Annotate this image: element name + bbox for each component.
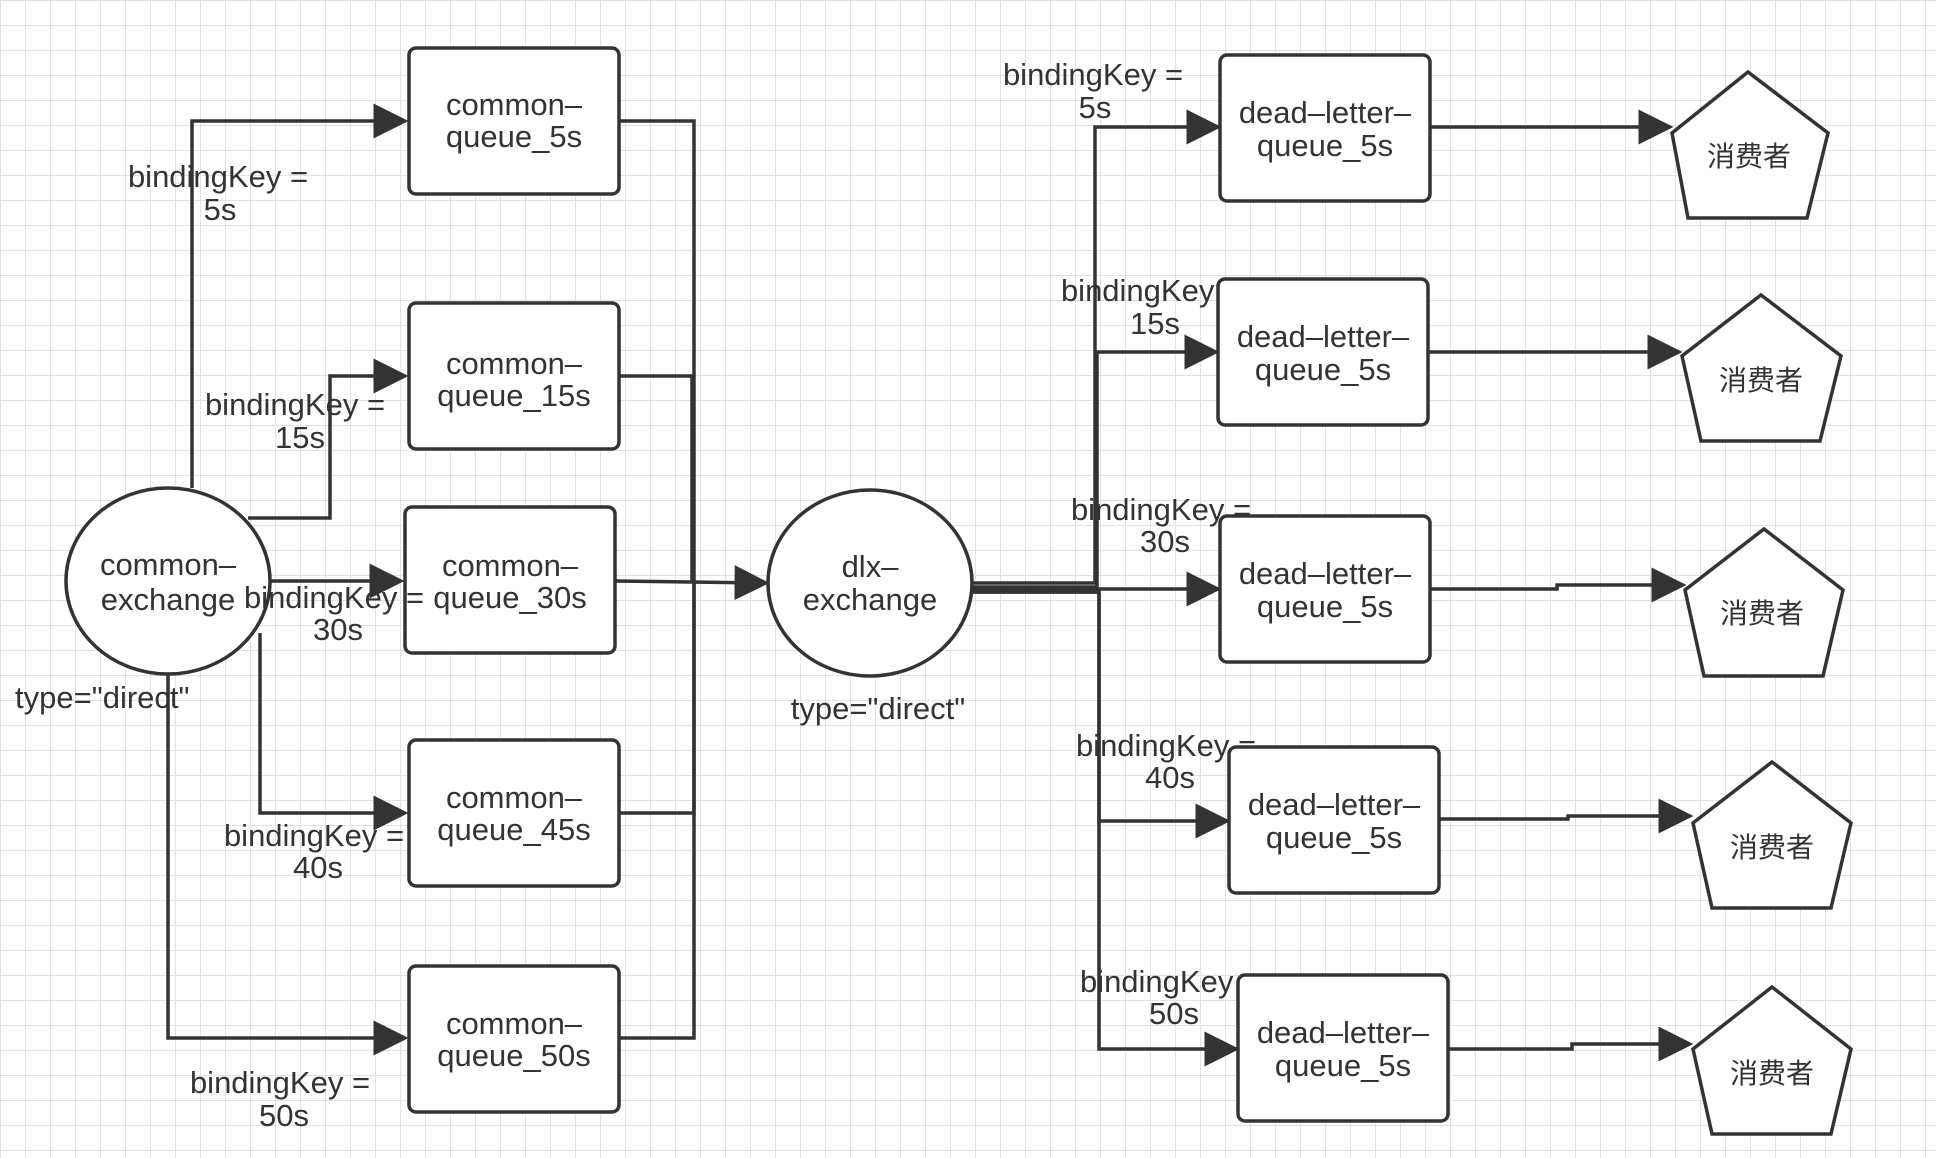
edge-exchange-to-queue-50s	[166, 671, 409, 1056]
dlx-exchange-type-label: type="direct"	[791, 691, 966, 726]
common-queue-30s-line2: queue_30s	[433, 580, 586, 615]
consumer-5-label: 消费者	[1730, 1057, 1814, 1090]
svg-text:bindingKey =: bindingKey =	[1080, 964, 1260, 999]
edge-queue-30s-to-dlx	[614, 565, 770, 601]
common-queue-5s[interactable]: common– queue_5s	[407, 46, 621, 196]
svg-text:30s: 30s	[313, 612, 363, 647]
common-queue-45s[interactable]: common– queue_45s	[407, 738, 621, 888]
dead-letter-queue-4-line1: dead–letter–	[1248, 787, 1421, 822]
edge-dlq-3-to-consumer	[1431, 567, 1687, 603]
svg-text:30s: 30s	[1140, 524, 1190, 559]
consumer-3-label: 消费者	[1720, 597, 1804, 630]
dead-letter-queue-4[interactable]: dead–letter– queue_5s	[1227, 745, 1441, 895]
common-queue-5s-line1: common–	[446, 87, 583, 122]
svg-text:5s: 5s	[1079, 90, 1112, 125]
dead-letter-queue-5-line1: dead–letter–	[1257, 1015, 1430, 1050]
common-queue-50s-line1: common–	[446, 1006, 583, 1041]
svg-text:5s: 5s	[204, 192, 237, 227]
common-queue-30s[interactable]: common– queue_30s	[403, 505, 617, 655]
edge-dlq-5-to-consumer	[1449, 1026, 1694, 1062]
dead-letter-to-consumer-connectors	[1429, 109, 1694, 1062]
svg-text:bindingKey =: bindingKey =	[244, 580, 424, 615]
consumer-5[interactable]: 消费者	[1691, 984, 1853, 1136]
edge-dlx-to-dlq-5	[973, 590, 1240, 1067]
common-exchange-label-line1: common–	[100, 547, 237, 582]
right-binding-label-15s: bindingKey = 15s	[1061, 273, 1241, 341]
common-queue-45s-line1: common–	[446, 780, 583, 815]
edge-queue-45s-to-dlx	[619, 583, 696, 815]
edge-dlq-4-to-consumer	[1440, 798, 1694, 834]
svg-text:bindingKey =: bindingKey =	[224, 818, 404, 853]
left-binding-label-30s: bindingKey = 30s	[244, 580, 424, 647]
consumer-1[interactable]: 消费者	[1670, 69, 1830, 220]
edge-exchange-to-queue-45s	[258, 633, 409, 831]
queue-to-dlx-connectors	[614, 119, 770, 1040]
edge-queue-15s-to-dlx	[619, 374, 694, 583]
common-exchange-label-line2: exchange	[101, 582, 235, 617]
svg-text:bindingKey =: bindingKey =	[205, 387, 385, 422]
svg-text:40s: 40s	[293, 850, 343, 885]
common-queue-5s-line2: queue_5s	[446, 119, 582, 154]
edge-queue-50s-to-dlx	[619, 583, 696, 1040]
edge-exchange-to-queue-5s	[190, 103, 409, 488]
consumer-1-label: 消费者	[1707, 140, 1791, 173]
svg-text:bindingKey =: bindingKey =	[1003, 57, 1183, 92]
svg-text:40s: 40s	[1145, 760, 1195, 795]
dead-letter-queue-5[interactable]: dead–letter– queue_5s	[1236, 973, 1450, 1123]
left-binding-label-15s: bindingKey = 15s	[205, 387, 385, 455]
common-exchange-node[interactable]: common– exchange	[64, 486, 272, 676]
left-binding-label-40s: bindingKey = 40s	[224, 818, 404, 885]
consumer-3[interactable]: 消费者	[1683, 526, 1845, 678]
right-binding-label-50s: bindingKey = 50s	[1080, 964, 1260, 1031]
common-queue-45s-line2: queue_45s	[437, 812, 590, 847]
svg-text:15s: 15s	[275, 420, 325, 455]
dlx-exchange-label-line2: exchange	[803, 582, 937, 617]
dead-letter-queue-1[interactable]: dead–letter– queue_5s	[1218, 53, 1432, 203]
dead-letter-queue-2[interactable]: dead–letter– queue_5s	[1216, 277, 1430, 427]
common-queue-50s[interactable]: common– queue_50s	[407, 964, 621, 1114]
dead-letter-queue-4-line2: queue_5s	[1266, 820, 1402, 855]
common-queue-15s[interactable]: common– queue_15s	[407, 301, 621, 451]
dead-letter-queue-3-line2: queue_5s	[1257, 589, 1393, 624]
common-queue-15s-line1: common–	[446, 346, 583, 381]
exchange-to-queue-connectors	[166, 103, 409, 1056]
common-queue-30s-line1: common–	[442, 548, 579, 583]
left-binding-label-50s: bindingKey = 50s	[190, 1065, 370, 1133]
consumer-4[interactable]: 消费者	[1691, 759, 1853, 910]
svg-text:50s: 50s	[259, 1098, 309, 1133]
svg-text:bindingKey =: bindingKey =	[1076, 728, 1256, 763]
svg-text:15s: 15s	[1130, 306, 1180, 341]
dead-letter-queue-2-line1: dead–letter–	[1237, 319, 1410, 354]
dead-letter-queue-3[interactable]: dead–letter– queue_5s	[1218, 514, 1432, 664]
dead-letter-queue-1-line2: queue_5s	[1257, 128, 1393, 163]
left-binding-label-5s: bindingKey = 5s	[128, 159, 308, 227]
dlx-exchange-label-line1: dlx–	[842, 549, 900, 584]
svg-text:bindingKey =: bindingKey =	[128, 159, 308, 194]
svg-text:50s: 50s	[1149, 996, 1199, 1031]
dead-letter-queue-1-line1: dead–letter–	[1239, 95, 1412, 130]
dead-letter-queue-2-line2: queue_5s	[1255, 352, 1391, 387]
dead-letter-queue-3-line1: dead–letter–	[1239, 556, 1412, 591]
consumer-2-label: 消费者	[1719, 364, 1803, 397]
common-queue-15s-line2: queue_15s	[437, 378, 590, 413]
common-exchange-type-label: type="direct"	[15, 680, 190, 715]
dlx-exchange-node[interactable]: dlx– exchange	[766, 488, 974, 678]
common-queue-50s-line2: queue_50s	[437, 1038, 590, 1073]
edge-exchange-to-queue-15s	[248, 358, 409, 520]
right-binding-label-5s: bindingKey = 5s	[1003, 57, 1183, 125]
dead-letter-queue-5-line2: queue_5s	[1275, 1048, 1411, 1083]
dlx-to-dead-letter-connectors	[973, 109, 1240, 1067]
right-binding-label-30s: bindingKey = 30s	[1071, 492, 1251, 559]
consumer-4-label: 消费者	[1730, 831, 1814, 864]
svg-text:bindingKey =: bindingKey =	[190, 1065, 370, 1100]
svg-text:bindingKey =: bindingKey =	[1061, 273, 1241, 308]
consumer-2[interactable]: 消费者	[1680, 292, 1843, 443]
edge-dlx-to-dlq-2	[973, 334, 1220, 589]
edge-queue-5s-to-dlx	[619, 119, 696, 583]
edge-dlx-to-dlq-1	[973, 109, 1222, 585]
right-binding-label-40s: bindingKey = 40s	[1076, 728, 1256, 795]
